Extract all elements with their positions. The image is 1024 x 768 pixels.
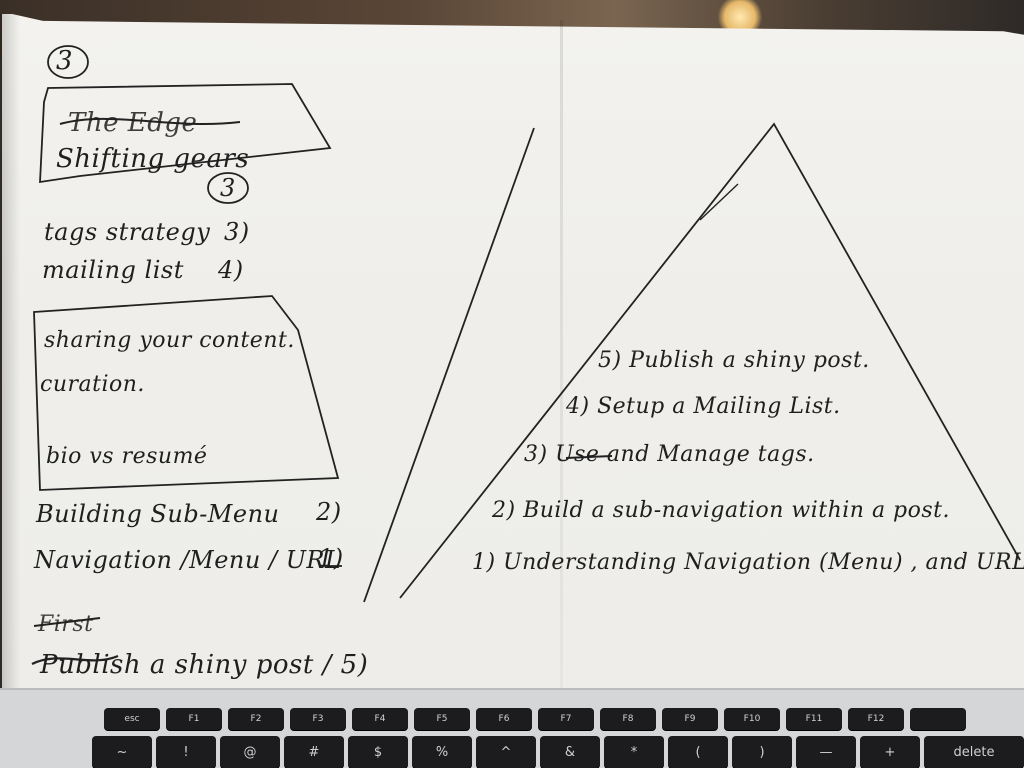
key-fn-f8[interactable]: F8 xyxy=(600,708,656,730)
key-fn-f7[interactable]: F7 xyxy=(538,708,594,730)
note-bio: bio vs resumé xyxy=(46,444,208,469)
key-fn-f2[interactable]: F2 xyxy=(228,708,284,730)
pyramid-step-5: 5) Publish a shiny post. xyxy=(598,348,870,373)
paper-shadow xyxy=(0,14,20,706)
key-num-9[interactable]: ( xyxy=(668,736,728,768)
note-navigation-num: 1) xyxy=(318,544,344,572)
key-num-10[interactable]: ) xyxy=(732,736,792,768)
note-mailing-list: mailing list xyxy=(42,256,184,284)
key-num-11[interactable]: — xyxy=(796,736,856,768)
key-num-12[interactable]: + xyxy=(860,736,920,768)
note-navigation: Navigation /Menu / URL xyxy=(34,546,342,574)
key-fn-f5[interactable]: F5 xyxy=(414,708,470,730)
note-publish: Publish a shiny post / 5) xyxy=(40,650,369,680)
laptop-keyboard: esc F1 F2 F3 F4 F5 F6 F7 F8 F9 F10 F11 F12 ~!@#$%^&*… xyxy=(0,690,1024,768)
pyramid-step-3: 3) Use and Manage tags. xyxy=(524,442,815,467)
key-fn-f1[interactable]: F1 xyxy=(166,708,222,730)
key-num-0[interactable]: ~ xyxy=(92,736,152,768)
note-circle-three: 3 xyxy=(220,174,236,202)
note-curation: curation. xyxy=(40,372,145,397)
key-num-1[interactable]: ! xyxy=(156,736,216,768)
pyramid-step-4: 4) Setup a Mailing List. xyxy=(566,394,841,419)
key-num-4[interactable]: $ xyxy=(348,736,408,768)
key-num-8[interactable]: * xyxy=(604,736,664,768)
key-fn-f9[interactable]: F9 xyxy=(662,708,718,730)
key-num-5[interactable]: % xyxy=(412,736,472,768)
note-sharing: sharing your content. xyxy=(44,328,295,353)
note-edge-title: The Edge xyxy=(68,108,198,138)
key-fn-f12[interactable]: F12 xyxy=(848,708,904,730)
key-num-2[interactable]: @ xyxy=(220,736,280,768)
note-mailing-num: 4) xyxy=(218,256,244,284)
note-shifting-gears: Shifting gears xyxy=(56,144,250,174)
key-fn-power[interactable] xyxy=(910,708,966,730)
key-num-7[interactable]: & xyxy=(540,736,600,768)
key-fn-f4[interactable]: F4 xyxy=(352,708,408,730)
note-tags-num: 3) xyxy=(224,218,250,246)
key-fn-f10[interactable]: F10 xyxy=(724,708,780,730)
key-fn-f3[interactable]: F3 xyxy=(290,708,346,730)
note-building-num: 2) xyxy=(316,498,342,526)
key-num-3[interactable]: # xyxy=(284,736,344,768)
key-num-13[interactable]: delete xyxy=(924,736,1024,768)
key-fn-esc[interactable]: esc xyxy=(104,708,160,730)
key-fn-f11[interactable]: F11 xyxy=(786,708,842,730)
key-fn-f6[interactable]: F6 xyxy=(476,708,532,730)
note-building: Building Sub-Menu xyxy=(36,500,280,528)
note-number-top: 3 xyxy=(56,46,74,76)
pyramid-step-1: 1) Understanding Navigation (Menu) , and… xyxy=(472,550,1024,575)
paper-fold xyxy=(560,20,563,710)
note-first-struck: First xyxy=(38,612,94,637)
note-tags-strategy: tags strategy xyxy=(44,218,211,246)
key-num-6[interactable]: ^ xyxy=(476,736,536,768)
pyramid-step-2: 2) Build a sub-navigation within a post. xyxy=(492,498,951,523)
